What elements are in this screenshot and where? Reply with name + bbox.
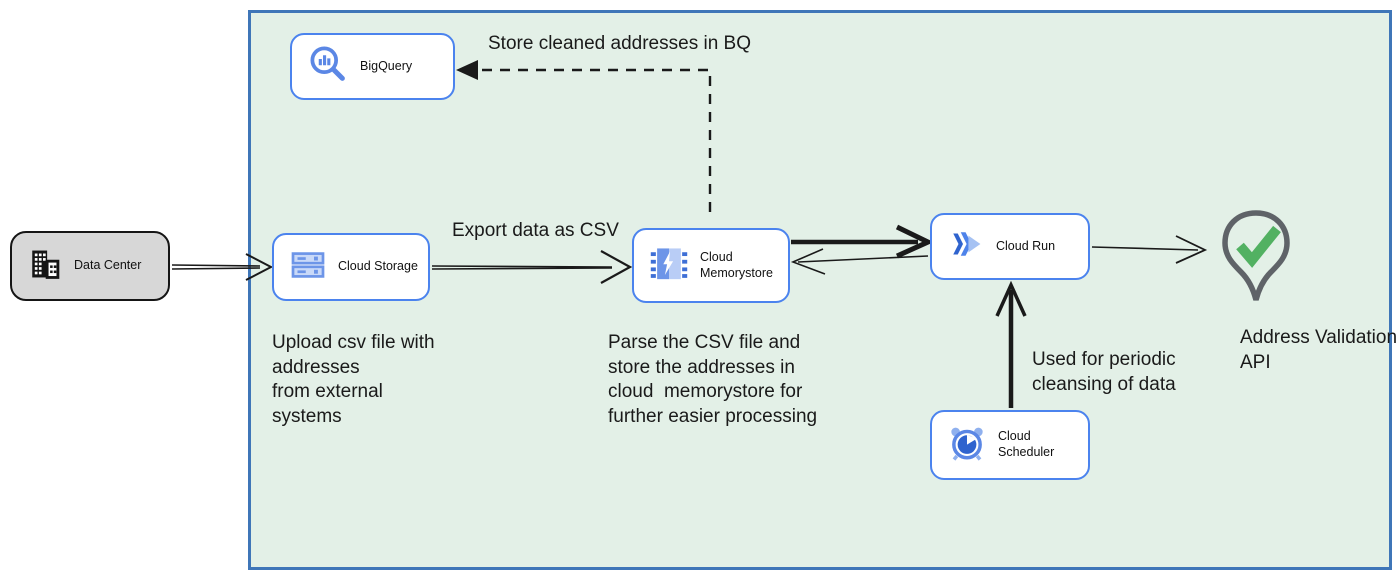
edge-run-to-validation[interactable] bbox=[1091, 235, 1208, 264]
data-center-icon bbox=[28, 247, 62, 286]
edge-memorystore-to-run[interactable] bbox=[791, 224, 934, 259]
annotation-parse-csv: Parse the CSV file and store the address… bbox=[608, 332, 818, 428]
cloud-storage-icon bbox=[290, 247, 326, 288]
edge-scheduler-to-run[interactable] bbox=[995, 280, 1027, 408]
edge-datacenter-to-storage[interactable] bbox=[171, 253, 274, 281]
system-boundary-container bbox=[248, 10, 1392, 570]
map-pin-icon bbox=[1222, 210, 1290, 301]
edge-storage-to-memorystore[interactable] bbox=[431, 250, 633, 284]
cloud-memorystore-label: Cloud Memorystore bbox=[700, 249, 773, 280]
bigquery-icon bbox=[308, 44, 348, 89]
node-bigquery[interactable]: BigQuery bbox=[290, 33, 455, 100]
node-cloud-run[interactable]: Cloud Run bbox=[930, 213, 1090, 280]
cloud-memorystore-icon bbox=[650, 244, 688, 287]
cloud-run-icon bbox=[948, 226, 984, 267]
node-cloud-memorystore[interactable]: Cloud Memorystore bbox=[632, 228, 790, 303]
cloud-run-label: Cloud Run bbox=[996, 238, 1056, 253]
cloud-storage-label: Cloud Storage bbox=[338, 259, 418, 274]
data-center-label: Data Center bbox=[74, 258, 142, 273]
checkmark-icon bbox=[1236, 225, 1281, 268]
address-validation-pin[interactable] bbox=[1220, 209, 1292, 314]
edge-run-to-memorystore[interactable] bbox=[790, 248, 929, 275]
edge-label-periodic-cleansing: Used for periodic cleansing of data bbox=[1032, 349, 1176, 395]
node-cloud-scheduler[interactable]: Cloud Scheduler bbox=[930, 410, 1090, 480]
edge-label-store-bq: Store cleaned addresses in BQ bbox=[488, 33, 751, 54]
node-cloud-storage[interactable]: Cloud Storage bbox=[272, 233, 430, 301]
cloud-scheduler-icon bbox=[948, 424, 986, 467]
cloud-scheduler-label: Cloud Scheduler bbox=[998, 429, 1055, 459]
annotation-upload-csv: Upload csv file with addresses from exte… bbox=[272, 332, 435, 428]
bigquery-label: BigQuery bbox=[360, 58, 413, 73]
edge-memorystore-to-bigquery[interactable] bbox=[456, 60, 712, 212]
node-data-center[interactable]: Data Center bbox=[10, 231, 170, 301]
edge-label-export-csv: Export data as CSV bbox=[452, 220, 619, 241]
address-validation-api-label: Address Validation API bbox=[1240, 327, 1398, 373]
